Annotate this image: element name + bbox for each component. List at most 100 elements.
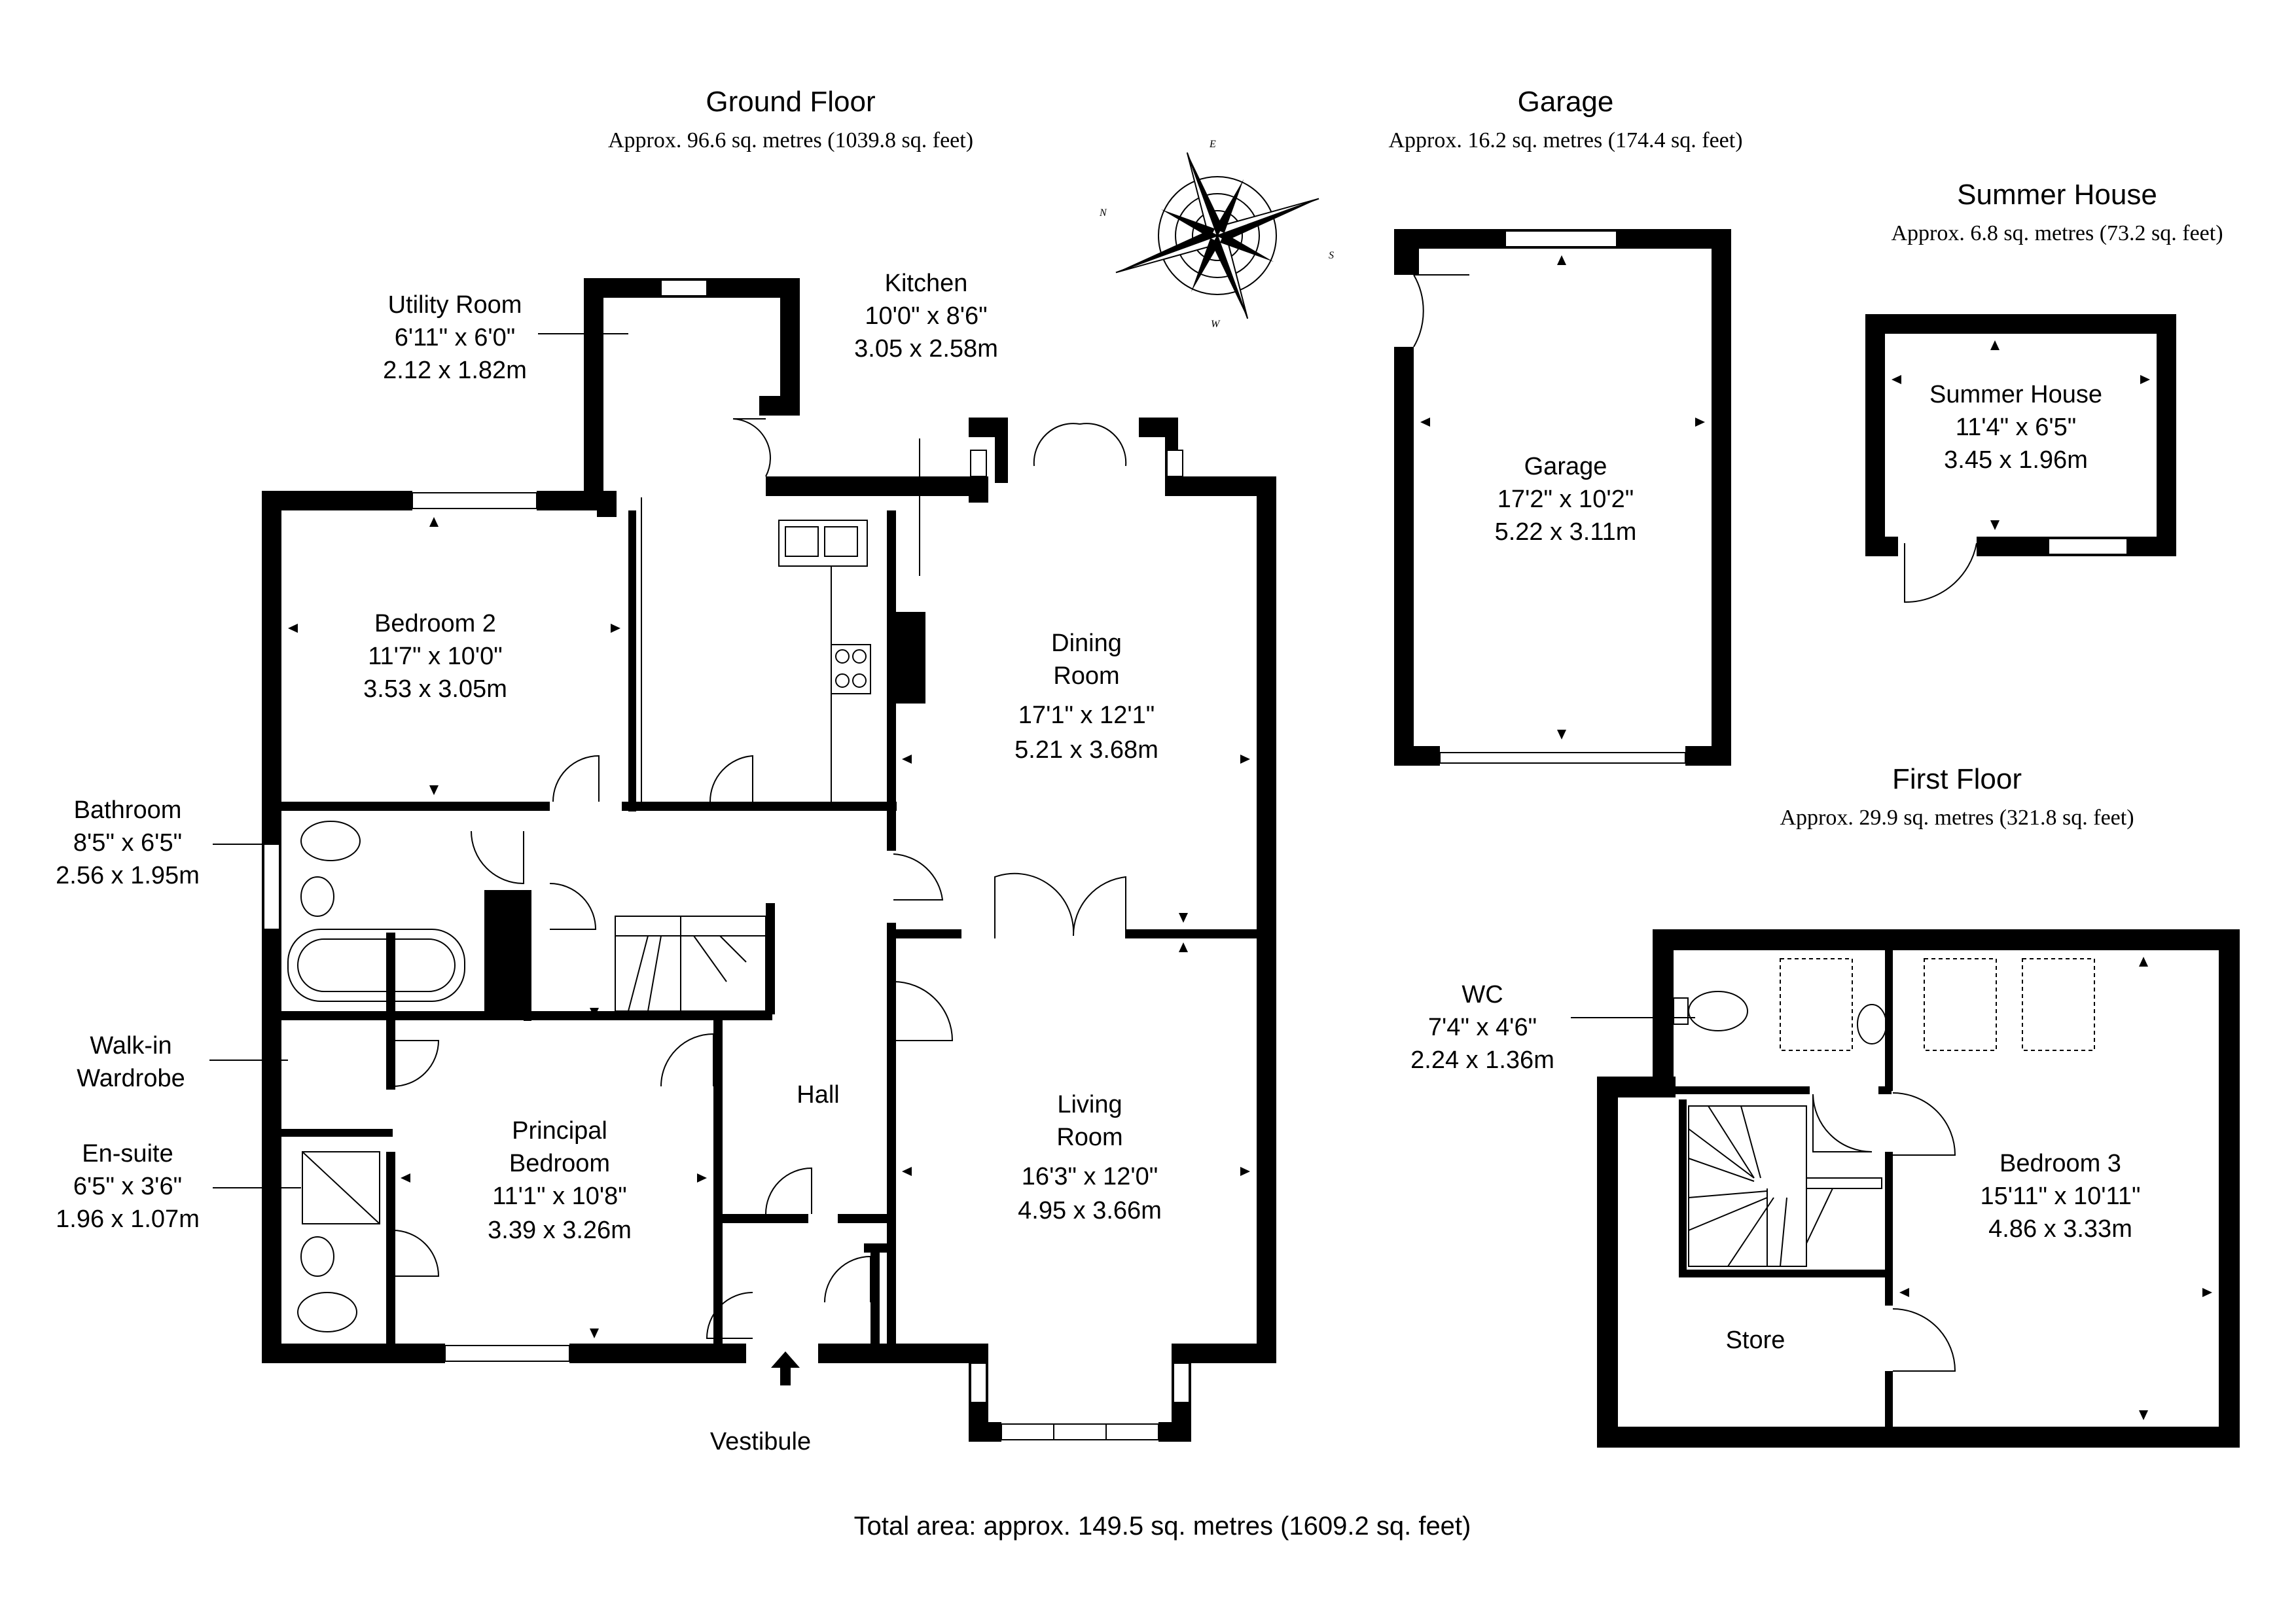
kitchen-metric: 3.05 x 2.58m	[854, 335, 998, 363]
wc-metric: 2.24 x 1.36m	[1410, 1046, 1554, 1074]
bedroom-3-label: Bedroom 3 15'11" x 10'11" 4.86 x 3.33m	[1899, 957, 2212, 1420]
bedroom-3-imperial: 15'11" x 10'11"	[1980, 1183, 2140, 1210]
first-floor-heading: First Floor Approx. 29.9 sq. metres (321…	[1780, 763, 2134, 830]
ensuite-shower	[302, 1151, 380, 1224]
hall-name: Hall	[797, 1081, 839, 1109]
summer-house-area: Approx. 6.8 sq. metres (73.2 sq. feet)	[1891, 221, 2223, 245]
bathroom-name: Bathroom	[74, 796, 182, 824]
en-suite-label: En-suite 6'5" x 3'6" 1.96 x 1.07m	[56, 1140, 301, 1233]
store-label: Store	[1726, 1327, 1785, 1354]
garage-title: Garage	[1518, 86, 1614, 118]
first-floor-walls	[1597, 929, 2240, 1448]
bathroom-toilet	[300, 821, 361, 861]
compass-s-label: S	[1329, 250, 1334, 261]
total-area: Total area: approx. 149.5 sq. metres (16…	[854, 1512, 1471, 1541]
bedroom-3-skylight-right	[2022, 958, 2095, 1051]
summer-house-imperial: 11'4" x 6'5"	[1956, 414, 2076, 441]
first-floor-fixtures	[1673, 958, 2095, 1267]
garage-name: Garage	[1524, 453, 1607, 480]
garage-heading: Garage Approx. 16.2 sq. metres (174.4 sq…	[1388, 86, 1742, 152]
compass-w-label: W	[1211, 319, 1221, 330]
principal-bedroom-name-line1: Principal	[512, 1117, 607, 1145]
dining-room-imperial: 17'1" x 12'1"	[1018, 702, 1155, 729]
wc-basin	[1857, 1004, 1887, 1044]
bedroom-3-name: Bedroom 3	[2000, 1150, 2121, 1177]
walk-in-wardrobe-name-line1: Walk-in	[90, 1032, 171, 1060]
ground-floor-dimension-marks	[288, 517, 1250, 1338]
principal-bedroom-name-line2: Bedroom	[509, 1150, 610, 1177]
compass-rose: N E S W	[1099, 139, 1334, 330]
ground-floor-title: Ground Floor	[706, 86, 875, 118]
ground-floor-heading: Ground Floor Approx. 96.6 sq. metres (10…	[608, 86, 973, 152]
bathtub	[287, 929, 465, 1002]
ground-floor-walls	[262, 278, 1276, 1442]
principal-bedroom-imperial: 11'1" x 10'8"	[492, 1183, 627, 1210]
walk-in-wardrobe-label: Walk-in Wardrobe	[77, 1032, 288, 1092]
summer-house-title: Summer House	[1957, 179, 2157, 211]
utility-room-label: Utility Room 6'11" x 6'0" 2.12 x 1.82m	[383, 291, 628, 384]
wc-skylight	[1780, 958, 1853, 1051]
vestibule-label: Vestibule	[710, 1351, 811, 1455]
ground-floor-doors	[392, 418, 1127, 1339]
vestibule-name: Vestibule	[710, 1428, 811, 1455]
ensuite-toilet	[297, 1292, 357, 1332]
ground-floor-area: Approx. 96.6 sq. metres (1039.8 sq. feet…	[608, 128, 973, 152]
principal-bedroom-metric: 3.39 x 3.26m	[488, 1217, 632, 1244]
ensuite-basin	[300, 1236, 334, 1277]
wc-label: WC 7'4" x 4'6" 2.24 x 1.36m	[1410, 981, 1695, 1074]
store-name: Store	[1726, 1327, 1785, 1354]
hall-label: Hall	[797, 1081, 839, 1109]
bathroom-metric: 2.56 x 1.95m	[56, 862, 200, 889]
utility-room-imperial: 6'11" x 6'0"	[395, 324, 515, 351]
living-room-metric: 4.95 x 3.66m	[1018, 1197, 1162, 1224]
bathroom-imperial: 8'5" x 6'5"	[73, 829, 182, 857]
bedroom-2-name: Bedroom 2	[374, 610, 496, 637]
first-floor-doors	[1812, 1092, 1956, 1372]
ground-floor-windows	[263, 279, 1190, 1440]
dining-room-metric: 5.21 x 3.68m	[1014, 736, 1158, 764]
principal-bedroom-label: Principal Bedroom 11'1" x 10'8" 3.39 x 3…	[488, 1117, 632, 1244]
garage-label: Garage 17'2" x 10'2" 5.22 x 3.11m	[1420, 255, 1705, 740]
dining-room-label: Dining Room 17'1" x 12'1" 5.21 x 3.68m	[1014, 630, 1158, 764]
ground-floor-stairs	[615, 916, 766, 1012]
living-room-imperial: 16'3" x 12'0"	[1022, 1163, 1158, 1190]
wc-toilet	[1688, 991, 1748, 1031]
summer-house-name: Summer House	[1929, 381, 2102, 408]
bathroom-label: Bathroom 8'5" x 6'5" 2.56 x 1.95m	[56, 796, 262, 889]
summer-house-walls	[1865, 314, 2176, 603]
garage-imperial: 17'2" x 10'2"	[1498, 486, 1634, 513]
ground-floor-fixtures	[287, 497, 871, 1332]
bedroom-2-label: Bedroom 2 11'7" x 10'0" 3.53 x 3.05m	[363, 610, 507, 703]
utility-room-name: Utility Room	[388, 291, 522, 319]
en-suite-imperial: 6'5" x 3'6"	[73, 1173, 182, 1200]
kitchen-name: Kitchen	[885, 270, 968, 297]
living-room-label: Living Room 16'3" x 12'0" 4.95 x 3.66m	[1018, 1091, 1162, 1224]
bedroom-3-metric: 4.86 x 3.33m	[1988, 1215, 2132, 1243]
bathroom-basin	[300, 876, 334, 917]
compass-e-label: E	[1209, 139, 1216, 150]
en-suite-metric: 1.96 x 1.07m	[56, 1205, 200, 1233]
dining-room-name-line2: Room	[1053, 662, 1119, 690]
entrance-arrow-icon	[771, 1351, 800, 1385]
walk-in-wardrobe-name-line2: Wardrobe	[77, 1065, 185, 1092]
garage-area: Approx. 16.2 sq. metres (174.4 sq. feet)	[1388, 128, 1742, 152]
dining-room-name-line1: Dining	[1051, 630, 1122, 657]
summer-house-label: Summer House 11'4" x 6'5" 3.45 x 1.96m	[1892, 340, 2150, 530]
bedroom-3-skylight-left	[1924, 958, 1997, 1051]
kitchen-imperial: 10'0" x 8'6"	[865, 302, 987, 330]
first-floor-title: First Floor	[1892, 763, 2022, 795]
garage-walls	[1394, 229, 1731, 766]
summer-house-metric: 3.45 x 1.96m	[1944, 446, 2088, 474]
bedroom-2-metric: 3.53 x 3.05m	[363, 675, 507, 703]
utility-room-metric: 2.12 x 1.82m	[383, 357, 527, 384]
kitchen-sink	[778, 520, 868, 567]
bedroom-2-imperial: 11'7" x 10'0"	[368, 643, 503, 670]
garage-metric: 5.22 x 3.11m	[1495, 518, 1637, 546]
living-room-name-line2: Room	[1056, 1124, 1122, 1151]
first-floor-area: Approx. 29.9 sq. metres (321.8 sq. feet)	[1780, 806, 2134, 830]
wc-imperial: 7'4" x 4'6"	[1428, 1014, 1537, 1041]
wc-name: WC	[1462, 981, 1503, 1008]
en-suite-name: En-suite	[82, 1140, 173, 1168]
compass-n-label: N	[1099, 207, 1107, 219]
